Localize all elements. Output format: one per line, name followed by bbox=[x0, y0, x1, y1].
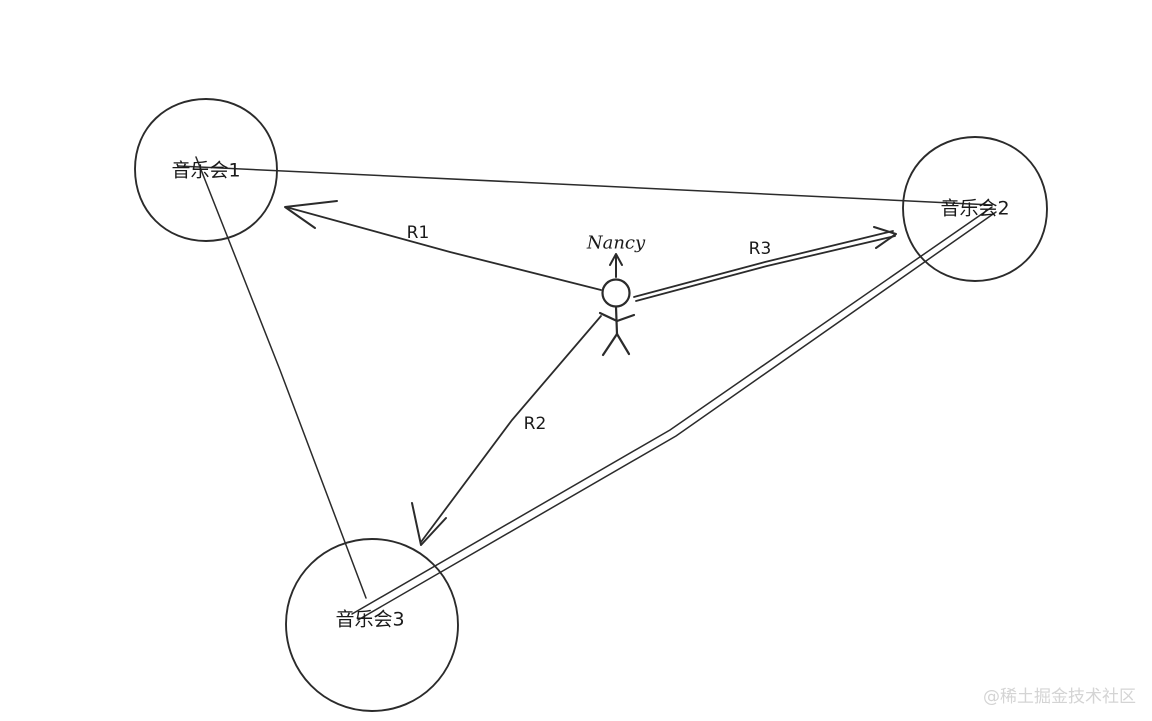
node-label-concert2: 音乐会2 bbox=[940, 197, 1010, 220]
actor-label-pointer bbox=[609, 253, 623, 278]
relationship-edges bbox=[285, 206, 896, 543]
arrowhead-r3-concert2 bbox=[873, 226, 897, 249]
arrowhead-r1-concert1 bbox=[284, 200, 338, 229]
actor-label-nancy: Nancy bbox=[586, 232, 646, 254]
edge-label-r1: R1 bbox=[406, 223, 430, 243]
connector-concert1-concert3 bbox=[195, 156, 367, 599]
actor-head bbox=[601, 278, 631, 308]
node-label-concert1: 音乐会1 bbox=[171, 159, 241, 182]
edge-line-r3-b bbox=[635, 235, 896, 302]
actor-arm-right bbox=[615, 313, 636, 323]
connector-concert3-concert2-a bbox=[351, 206, 993, 615]
arrowhead-r2-concert3 bbox=[411, 502, 447, 546]
actor-leg-left bbox=[601, 332, 619, 357]
arrowheads bbox=[284, 200, 897, 546]
node-label-concert3: 音乐会3 bbox=[335, 608, 405, 631]
actor-arm-left bbox=[598, 311, 619, 323]
connector-concert3-concert2-b bbox=[357, 211, 997, 621]
node-circles bbox=[134, 98, 1048, 712]
actor-label-pointer-arrowhead bbox=[609, 253, 623, 266]
edge-line-r3-a[interactable] bbox=[633, 230, 894, 298]
actor-leg-right bbox=[615, 332, 631, 356]
edge-label-r3: R3 bbox=[748, 239, 772, 259]
connector-concert1-concert2 bbox=[177, 165, 993, 206]
watermark: @稀土掘金技术社区 bbox=[983, 687, 1136, 707]
node-connectors bbox=[177, 156, 997, 621]
edge-label-r2: R2 bbox=[523, 414, 547, 434]
node-circle-concert3[interactable] bbox=[285, 538, 459, 712]
edge-line-r2[interactable] bbox=[420, 315, 602, 543]
node-circle-concert2[interactable] bbox=[902, 136, 1048, 282]
actor-nancy-figure[interactable] bbox=[598, 278, 636, 357]
edge-line-r1[interactable] bbox=[285, 206, 602, 291]
node-circle-concert1[interactable] bbox=[134, 98, 278, 242]
